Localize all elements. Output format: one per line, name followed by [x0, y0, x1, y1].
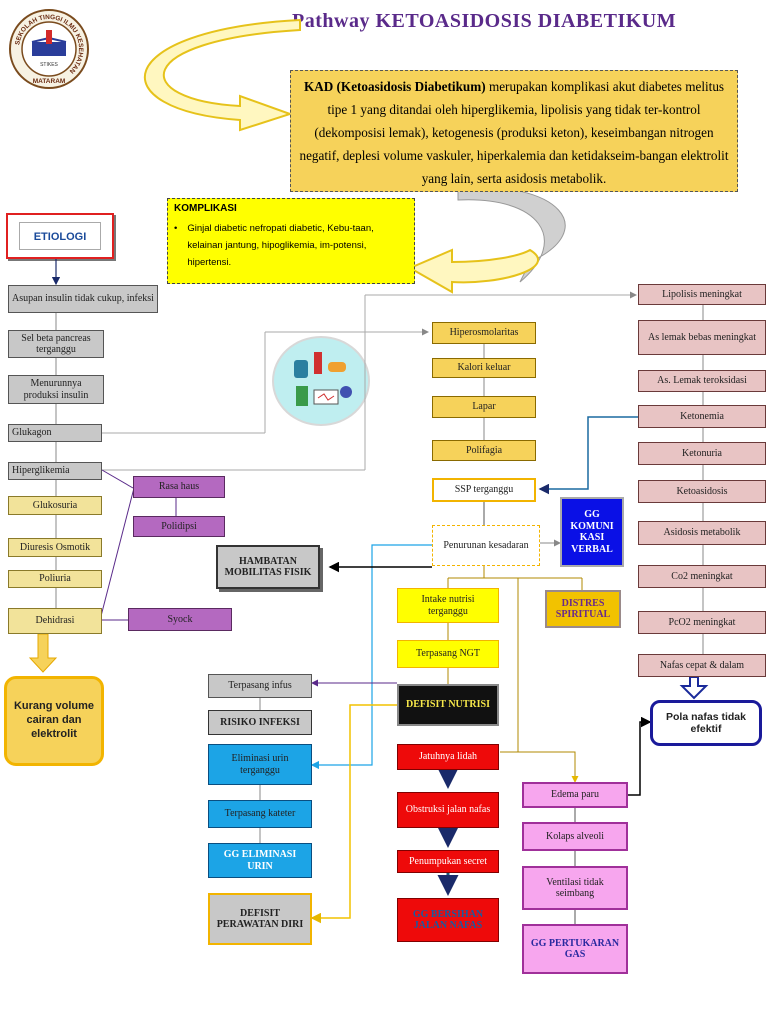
node-defisit-perawatan: DEFISIT PERAWATAN DIRI: [208, 893, 312, 945]
node-co2-meningkat: Co2 meningkat: [638, 565, 766, 588]
node-penurunan-kesadaran: Penurunan kesadaran: [432, 525, 540, 566]
node-penumpukan-secret: Penumpukan secret: [397, 850, 499, 873]
node-lapar: Lapar: [432, 396, 536, 418]
node-hiperosmolaritas: Hiperosmolaritas: [432, 322, 536, 344]
etiologi-box: ETIOLOGI: [6, 213, 114, 259]
node-produksi-insulin: Menurunnya produksi insulin: [8, 375, 104, 404]
node-poliuria: Poliuria: [8, 570, 102, 588]
node-rasa-haus: Rasa haus: [133, 476, 225, 498]
node-ssp: SSP terganggu: [432, 478, 536, 502]
node-syock: Syock: [128, 608, 232, 631]
definition-term: KAD (Ketoasidosis Diabetikum): [303, 79, 486, 94]
definition-text: merupakan komplikasi akut diabetes melit…: [299, 79, 729, 186]
node-gg-bersihan: GG BERSIHAN JALAN NAFAS: [397, 898, 499, 942]
node-ketoasidosis: Ketoasidosis: [638, 480, 766, 503]
node-kolaps-alveoli: Kolaps alveoli: [522, 822, 628, 851]
logo-inner-text: STIKES: [40, 62, 58, 68]
node-eliminasi-urin: Eliminasi urin terganggu: [208, 744, 312, 785]
medical-illustration: [272, 336, 370, 426]
node-ketonuria: Ketonuria: [638, 442, 766, 465]
node-gg-eliminasi: GG ELIMINASI URIN: [208, 843, 312, 878]
node-gg-pertukaran-gas: GG PERTUKARAN GAS: [522, 924, 628, 974]
node-sel-beta: Sel beta pancreas terganggu: [8, 330, 104, 358]
komplikasi-item: Ginjal diabetic nefropati diabetic, Kebu…: [187, 223, 374, 268]
node-as-lemak-teroksidasi: As. Lemak teroksidasi: [638, 370, 766, 392]
node-edema-paru: Edema paru: [522, 782, 628, 808]
node-ketonemia: Ketonemia: [638, 405, 766, 428]
node-pco2-meningkat: PcO2 meningkat: [638, 611, 766, 634]
node-intake-nutrisi: Intake nutrisi terganggu: [397, 588, 499, 623]
etiologi-label: ETIOLOGI: [33, 231, 87, 243]
node-kalori-keluar: Kalori keluar: [432, 358, 536, 378]
node-obstruksi: Obstruksi jalan nafas: [397, 792, 499, 828]
node-glukosuria: Glukosuria: [8, 496, 102, 515]
node-risiko-infeksi: RISIKO INFEKSI: [208, 710, 312, 735]
node-infus: Terpasang infus: [208, 674, 312, 698]
page-title: Pathway KETOASIDOSIS DIABETIKUM: [292, 10, 677, 32]
node-asidosis-metabolik: Asidosis metabolik: [638, 521, 766, 545]
node-jatuhnya-lidah: Jatuhnya lidah: [397, 744, 499, 770]
node-nafas-cepat: Nafas cepat & dalam: [638, 654, 766, 677]
node-distres: DISTRES SPIRITUAL: [545, 590, 621, 628]
node-lipolisis: Lipolisis meningkat: [638, 284, 766, 305]
node-polifagia: Polifagia: [432, 440, 536, 461]
node-defisit-nutrisi: DEFISIT NUTRISI: [397, 684, 499, 726]
node-kurang-volume: Kurang volume cairan dan elektrolit: [4, 676, 104, 766]
node-asupan-insulin: Asupan insulin tidak cukup, infeksi: [8, 285, 158, 313]
node-hiperglikemia: Hiperglikemia: [8, 462, 102, 480]
node-polidipsi: Polidipsi: [133, 516, 225, 537]
definition-box: KAD (Ketoasidosis Diabetikum) merupakan …: [290, 70, 738, 192]
node-diuresis: Diuresis Osmotik: [8, 538, 102, 557]
node-hambatan: HAMBATAN MOBILITAS FISIK: [216, 545, 320, 589]
komplikasi-box: KOMPLIKASI • Ginjal diabetic nefropati d…: [167, 198, 415, 284]
node-gg-komunikasi: GG KOMUNI KASI VERBAL: [560, 497, 624, 567]
node-kateter: Terpasang kateter: [208, 800, 312, 828]
logo: SEKOLAH TINGGI ILMU KESEHATAN STIKES MAT…: [8, 8, 90, 90]
komplikasi-title: KOMPLIKASI: [174, 203, 237, 214]
node-glukagon: Glukagon: [8, 424, 102, 442]
node-pola-nafas: Pola nafas tidak efektif: [650, 700, 762, 746]
node-as-lemak-bebas: As lemak bebas meningkat: [638, 320, 766, 355]
node-ngt: Terpasang NGT: [397, 640, 499, 668]
node-dehidrasi: Dehidrasi: [8, 608, 102, 634]
logo-bottom-text: MATARAM: [33, 78, 66, 85]
bullet-icon: •: [174, 223, 178, 234]
node-ventilasi: Ventilasi tidak seimbang: [522, 866, 628, 910]
